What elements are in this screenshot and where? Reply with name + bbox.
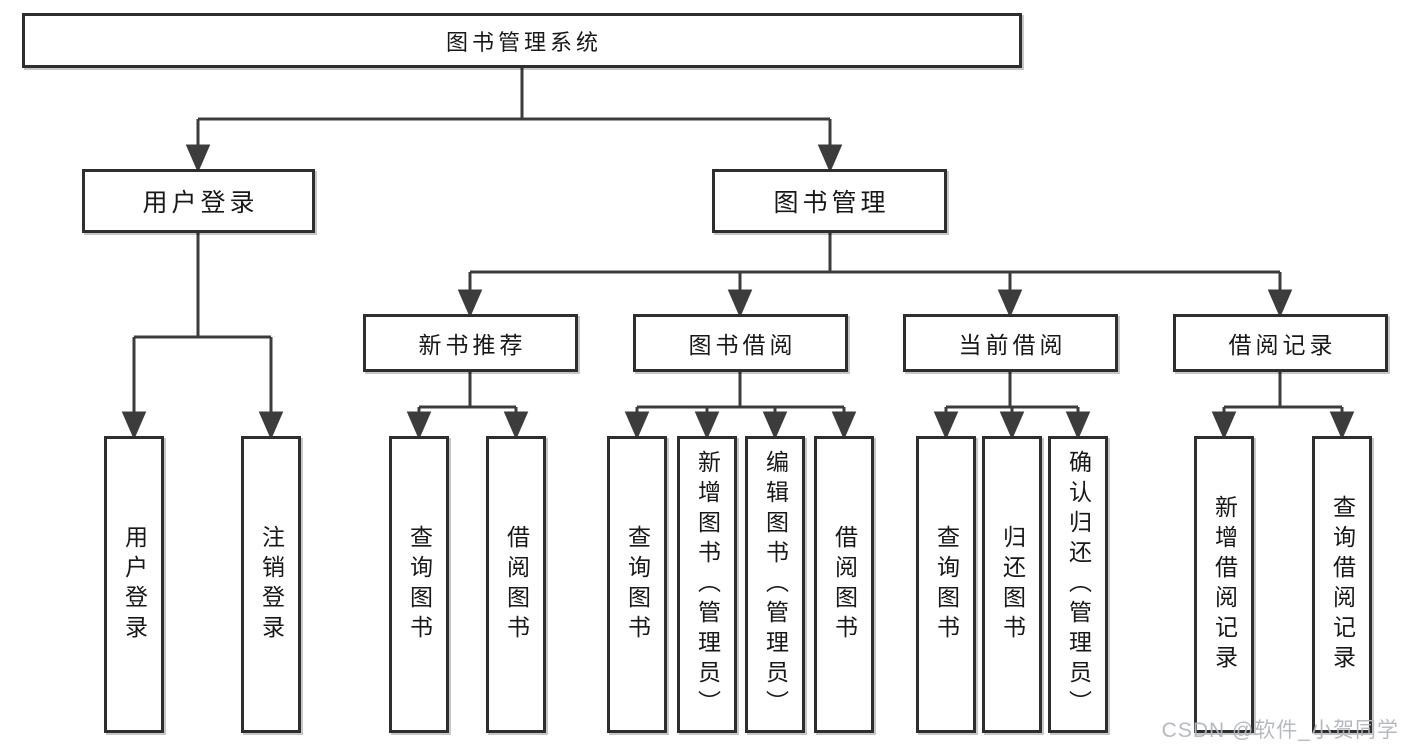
connector-manage-to-level3 bbox=[457, 233, 1293, 318]
leaf-edit-book-admin: 编辑图书（管理员） bbox=[745, 436, 805, 733]
node-user-login: 用户登录 bbox=[82, 169, 315, 233]
connector-recommend-to-leaves bbox=[406, 372, 529, 440]
leaf-confirm-return-admin: 确认归还（管理员） bbox=[1048, 436, 1108, 733]
node-book-borrow: 图书借阅 bbox=[633, 314, 848, 372]
leaf-query-books-borrow: 查询图书 bbox=[607, 436, 667, 733]
node-book-management: 图书管理 bbox=[712, 169, 947, 233]
leaf-query-books-current: 查询图书 bbox=[916, 436, 976, 733]
leaf-borrow-books-recommend: 借阅图书 bbox=[486, 436, 546, 733]
node-current-borrow: 当前借阅 bbox=[903, 314, 1118, 372]
leaf-borrow-books: 借阅图书 bbox=[814, 436, 874, 733]
connector-current-to-leaves bbox=[933, 372, 1091, 440]
connector-login-to-leaves bbox=[121, 233, 284, 440]
connector-records-to-leaves bbox=[1211, 372, 1355, 440]
leaf-query-borrow-record: 查询借阅记录 bbox=[1312, 436, 1372, 733]
leaf-return-book: 归还图书 bbox=[982, 436, 1042, 733]
leaf-add-borrow-record: 新增借阅记录 bbox=[1194, 436, 1254, 733]
leaf-query-books-recommend: 查询图书 bbox=[389, 436, 449, 733]
connector-borrow-to-leaves bbox=[624, 372, 857, 440]
csdn-watermark: CSDN @软件_小贺同学 bbox=[1161, 719, 1399, 742]
leaf-user-login: 用户登录 bbox=[104, 436, 164, 733]
node-root-system: 图书管理系统 bbox=[22, 13, 1022, 68]
leaf-add-book-admin: 新增图书（管理员） bbox=[677, 436, 737, 733]
node-borrow-records: 借阅记录 bbox=[1173, 314, 1388, 372]
leaf-logout: 注销登录 bbox=[241, 436, 301, 733]
connector-root-to-level2 bbox=[185, 68, 843, 173]
node-new-book-recommend: 新书推荐 bbox=[363, 314, 578, 372]
